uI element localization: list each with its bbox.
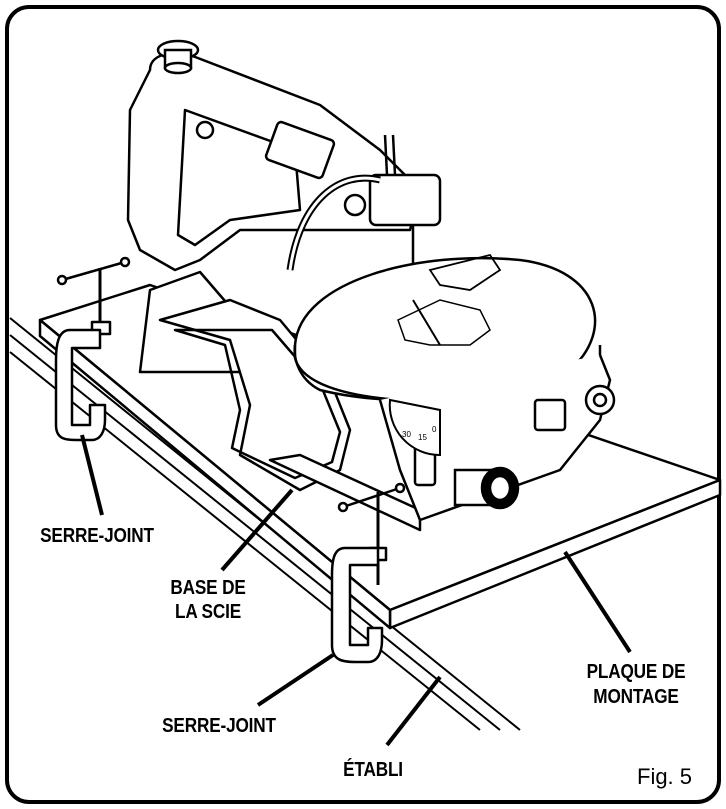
leader-clamp-left <box>80 434 104 516</box>
dust-port <box>453 466 520 510</box>
label-clamp-left: SERRE-JOINT <box>40 525 154 547</box>
clamp-left <box>54 256 131 442</box>
leader-clamp-bottom <box>256 653 335 707</box>
clamp-bottom <box>330 482 406 664</box>
label-mounting-plate-line1: PLAQUE DE <box>586 661 686 683</box>
label-mounting-plate-line2: MONTAGE <box>593 686 679 708</box>
tension-knob <box>156 39 200 75</box>
label-clamp-bottom: SERRE-JOINT <box>162 715 276 737</box>
label-saw-base-line2: LA SCIE <box>174 601 242 623</box>
saw-arm <box>126 51 422 272</box>
label-saw-base-line1: BASE DE <box>170 577 246 599</box>
leader-saw-base <box>220 488 294 572</box>
bevel-tick-30: 30 <box>402 430 411 439</box>
saw-head <box>343 134 442 330</box>
bevel-scale <box>388 398 441 457</box>
bevel-tick-15: 15 <box>418 433 427 442</box>
label-workbench: ÉTABLI <box>343 759 403 781</box>
leader-mounting-plate <box>563 550 632 654</box>
bevel-tick-0: 0 <box>432 425 437 434</box>
leader-workbench <box>385 675 442 747</box>
figure-caption: Fig. 5 <box>637 764 693 789</box>
leader-lines <box>80 434 632 747</box>
